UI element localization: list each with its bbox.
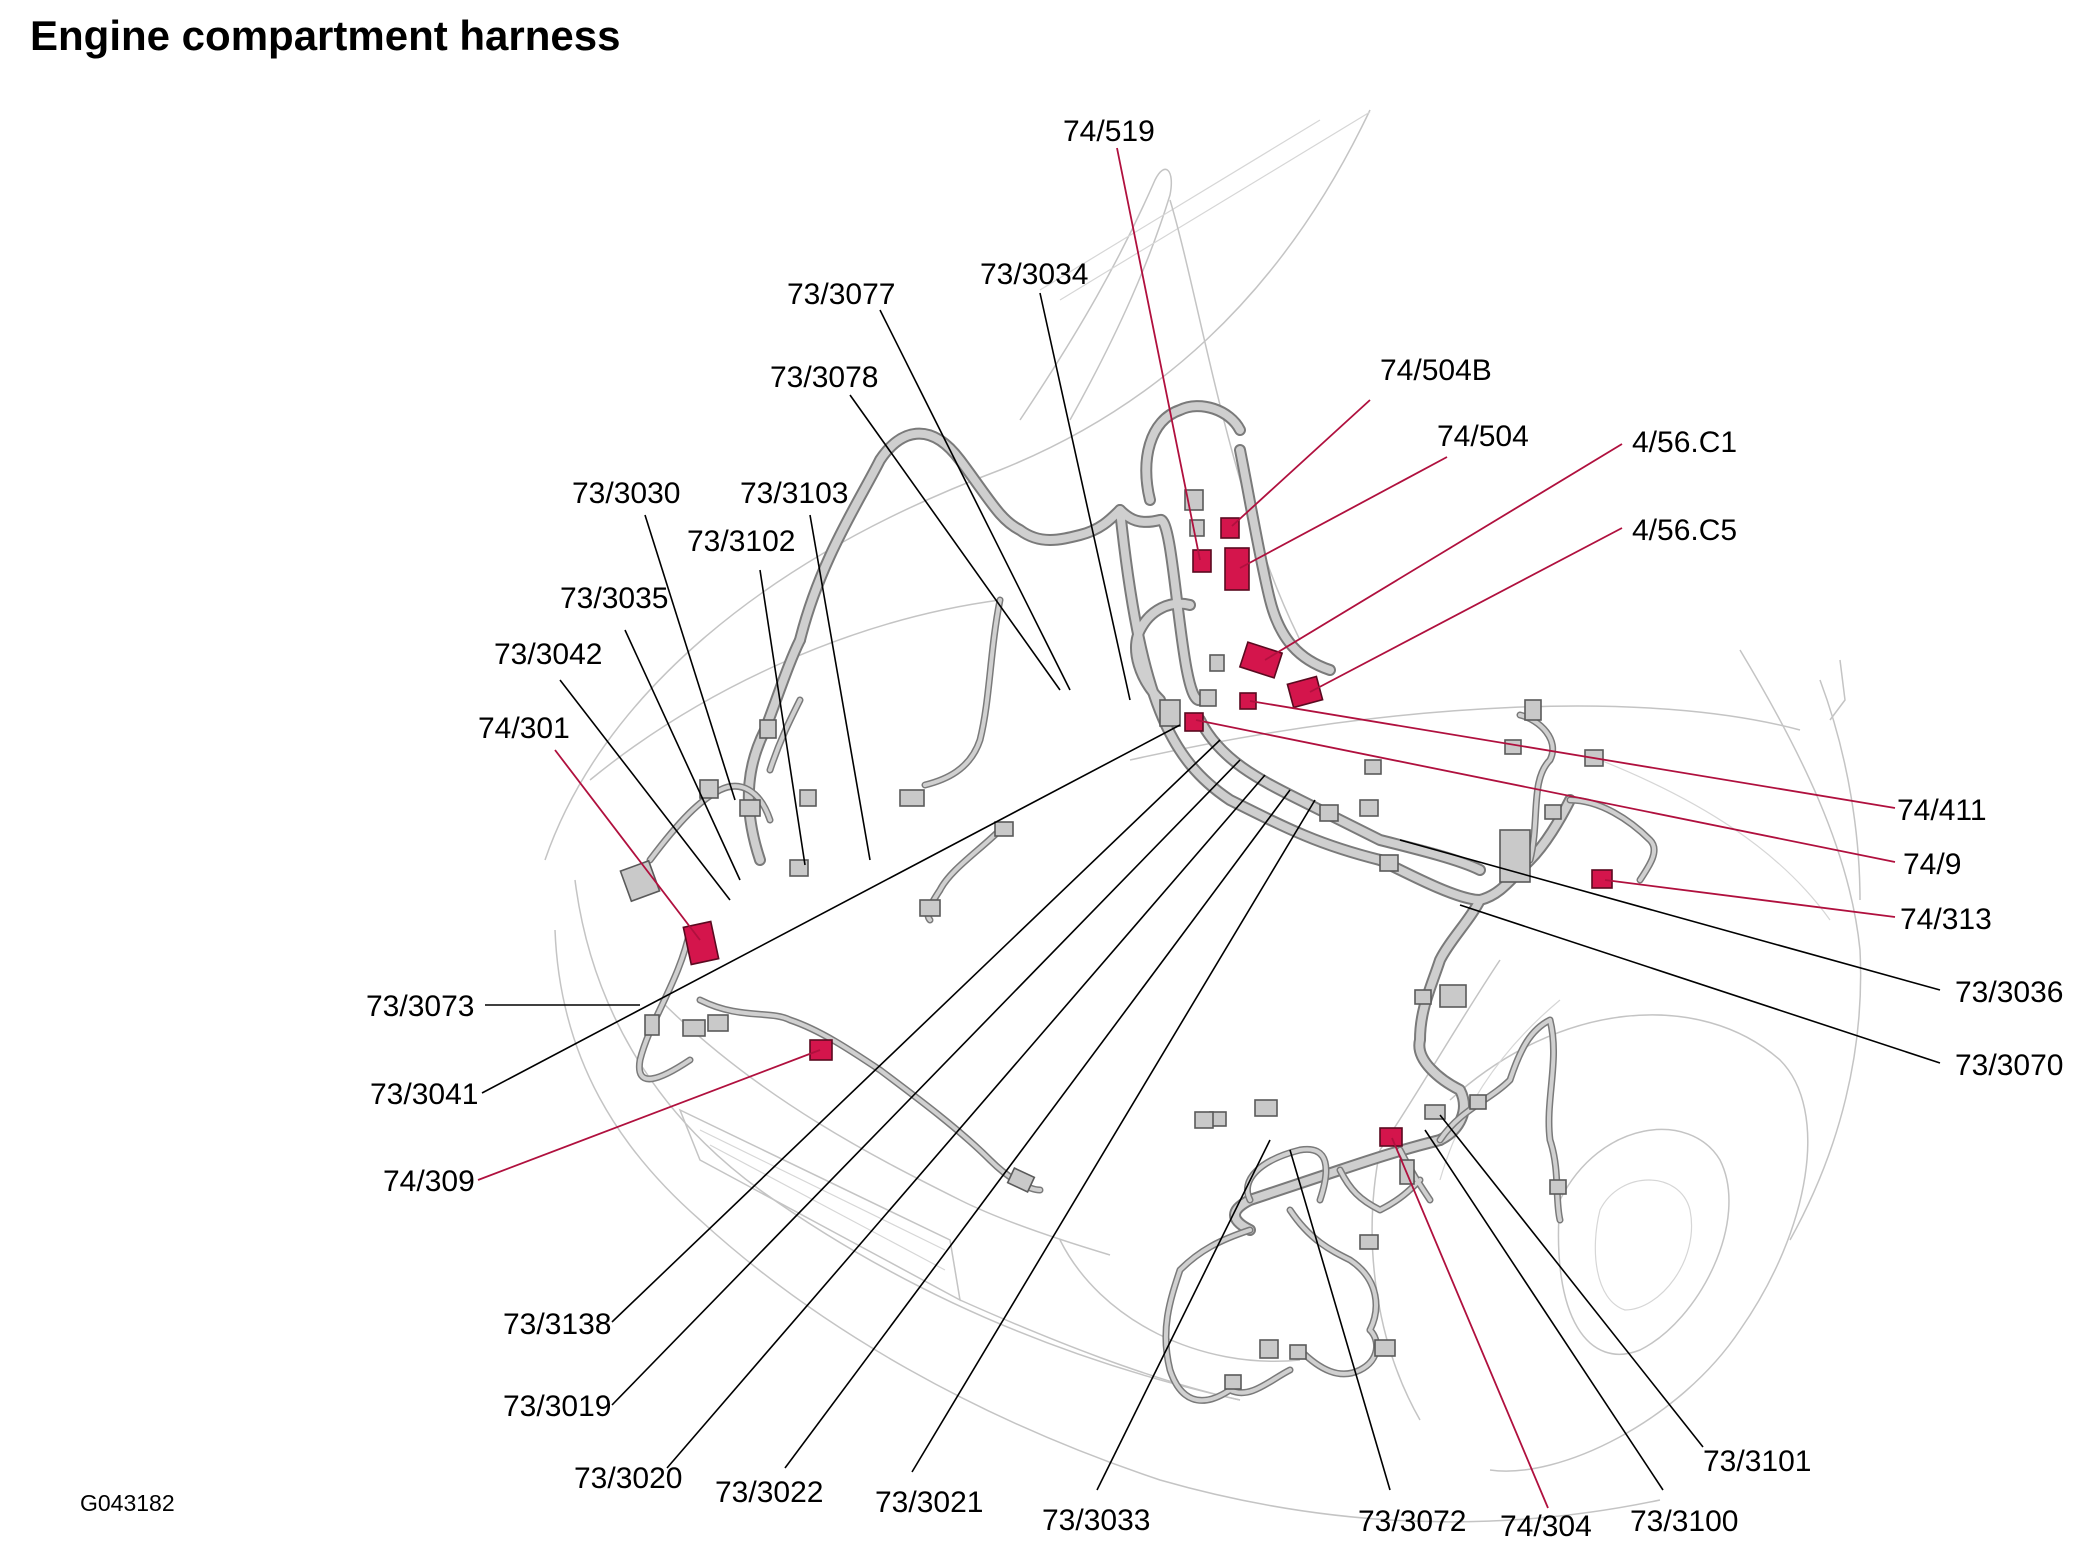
connector xyxy=(1549,1179,1567,1195)
connector xyxy=(739,799,761,817)
label-74-313: 74/313 xyxy=(1900,903,1992,936)
label-73-3021: 73/3021 xyxy=(875,1486,983,1519)
highlighted-connectors xyxy=(682,517,1613,1147)
label-74-304: 74/304 xyxy=(1500,1510,1592,1543)
connector xyxy=(699,779,719,799)
label-74-9: 74/9 xyxy=(1903,848,1961,881)
label-74-504: 74/504 xyxy=(1437,420,1529,453)
connector xyxy=(1469,1094,1487,1110)
connector-74-301 xyxy=(682,920,720,966)
connector xyxy=(1439,984,1467,1008)
label-73-3101: 73/3101 xyxy=(1703,1445,1811,1478)
label-4-56-C1: 4/56.C1 xyxy=(1632,426,1737,459)
label-73-3100: 73/3100 xyxy=(1630,1505,1738,1538)
callout-labels: 74/519 73/3077 73/3034 73/3078 74/504B 7… xyxy=(366,115,2063,1543)
label-73-3042: 73/3042 xyxy=(494,638,602,671)
page-title: Engine compartment harness xyxy=(30,12,621,59)
connector xyxy=(1254,1099,1278,1117)
label-73-3077: 73/3077 xyxy=(787,278,895,311)
label-73-3102: 73/3102 xyxy=(687,525,795,558)
connector xyxy=(1359,1234,1379,1250)
label-74-504B: 74/504B xyxy=(1380,354,1492,387)
connector xyxy=(1364,759,1382,775)
label-73-3022: 73/3022 xyxy=(715,1476,823,1509)
figure-id: G043182 xyxy=(80,1490,175,1516)
connector xyxy=(899,789,925,807)
connector xyxy=(1006,1167,1036,1193)
connector xyxy=(1544,804,1562,820)
connector-74-313 xyxy=(1591,869,1613,889)
label-73-3034: 73/3034 xyxy=(980,258,1088,291)
label-73-3036: 73/3036 xyxy=(1955,976,2063,1009)
connector xyxy=(1289,1344,1307,1360)
connector-4-56-C1 xyxy=(1238,641,1284,679)
connector xyxy=(1414,989,1432,1005)
label-73-3138: 73/3138 xyxy=(503,1308,611,1341)
label-73-3073: 73/3073 xyxy=(366,990,474,1023)
label-73-3019: 73/3019 xyxy=(503,1390,611,1423)
label-73-3103: 73/3103 xyxy=(740,477,848,510)
label-73-3020: 73/3020 xyxy=(574,1462,682,1495)
connector xyxy=(619,859,661,903)
connector xyxy=(789,859,809,877)
connector-74-309 xyxy=(809,1039,833,1061)
label-74-301: 74/301 xyxy=(478,712,570,745)
label-73-3072: 73/3072 xyxy=(1358,1505,1466,1538)
connector xyxy=(1499,829,1531,883)
label-74-309: 74/309 xyxy=(383,1165,475,1198)
connector xyxy=(1504,739,1522,755)
connector xyxy=(1359,799,1379,817)
label-73-3070: 73/3070 xyxy=(1955,1049,2063,1082)
connector xyxy=(1209,654,1225,672)
connector xyxy=(1159,699,1181,727)
connector xyxy=(1379,854,1399,872)
label-4-56-C5: 4/56.C5 xyxy=(1632,514,1737,547)
connector xyxy=(799,789,817,807)
leader-lines xyxy=(477,147,1941,1509)
label-74-519: 74/519 xyxy=(1063,115,1155,148)
connector xyxy=(682,1019,706,1037)
connector-4-56-C5 xyxy=(1286,675,1324,709)
connector xyxy=(1374,1339,1396,1357)
connector xyxy=(759,719,777,739)
connector-74-304 xyxy=(1379,1127,1403,1147)
label-74-411: 74/411 xyxy=(1897,794,1987,827)
label-73-3041: 73/3041 xyxy=(370,1078,478,1111)
connector xyxy=(994,821,1014,837)
harness-wires xyxy=(635,400,1658,1404)
connector xyxy=(1224,1374,1242,1390)
label-73-3033: 73/3033 xyxy=(1042,1504,1150,1537)
connector xyxy=(1199,689,1217,707)
connector xyxy=(1194,1111,1214,1129)
label-73-3035: 73/3035 xyxy=(560,582,668,615)
label-73-3078: 73/3078 xyxy=(770,361,878,394)
connector-74-519 xyxy=(1192,549,1212,573)
label-73-3030: 73/3030 xyxy=(572,477,680,510)
connector xyxy=(707,1014,729,1032)
connector-74-504 xyxy=(1224,547,1250,591)
connector xyxy=(644,1014,660,1036)
connector xyxy=(919,899,941,917)
connector xyxy=(1319,804,1339,822)
connector-74-9 xyxy=(1184,712,1204,732)
connector-74-411 xyxy=(1239,692,1257,710)
connector xyxy=(1259,1339,1279,1359)
connector xyxy=(1524,699,1542,721)
